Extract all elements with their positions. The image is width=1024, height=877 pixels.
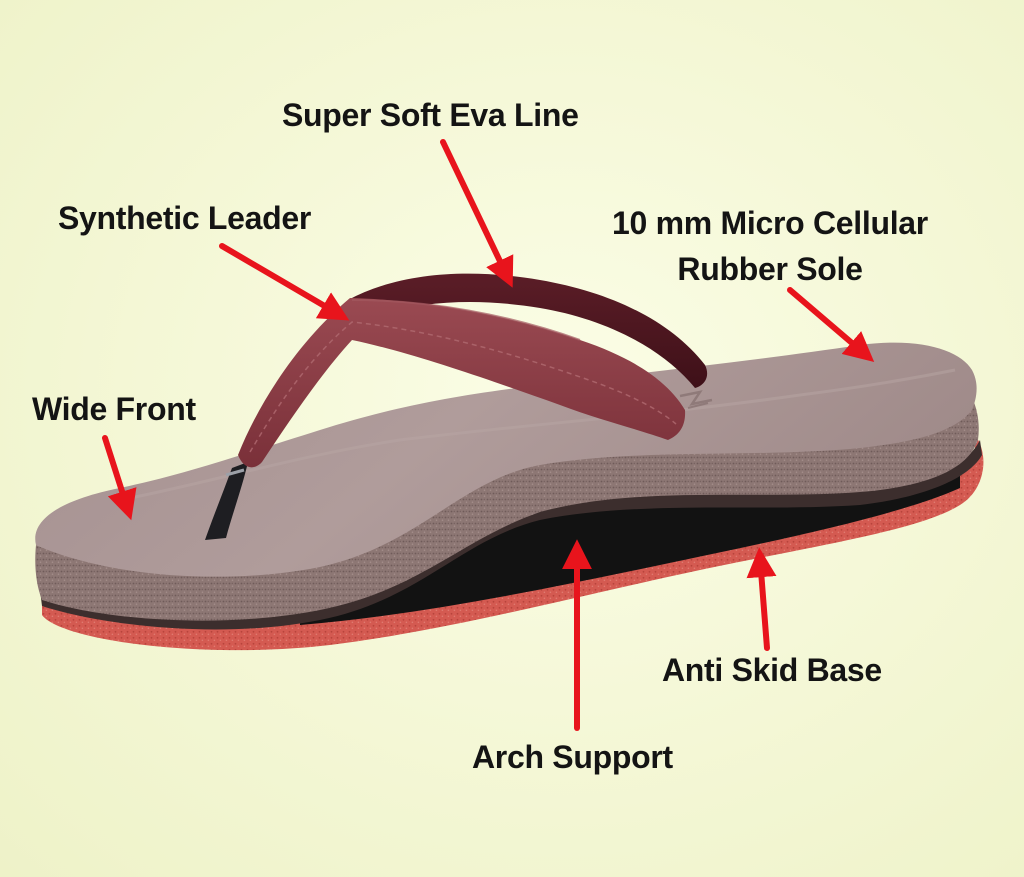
arrow-wide-front: [102, 435, 137, 521]
anti-skid-base-shape: [42, 435, 984, 651]
synthetic-strap: [238, 298, 686, 468]
arrow-synthetic-leader: [219, 243, 350, 321]
arrow-rubber-sole: [787, 287, 875, 363]
arrow-eva-line: [440, 139, 514, 288]
arrow-anti-skid-base: [746, 547, 777, 651]
arch-support-gap: [300, 470, 960, 625]
strap-inner: [348, 273, 708, 388]
label-synthetic-leader: Synthetic Leader: [58, 200, 312, 236]
toe-post: [205, 462, 248, 540]
label-wide-front: Wide Front: [32, 391, 196, 427]
flip-flop: [35, 273, 984, 651]
label-super-soft-eva-line: Super Soft Eva Line: [282, 97, 579, 133]
footbed-top: [35, 342, 977, 577]
label-rubber-sole: 10 mm Micro Cellular Rubber Sole: [612, 204, 928, 288]
label-anti-skid-base: Anti Skid Base: [662, 652, 882, 688]
label-arch-support: Arch Support: [472, 739, 673, 775]
rubber-sole-side: [35, 398, 979, 621]
label-rubber-sole-line1: 10 mm Micro Cellular: [612, 205, 928, 241]
callout-arrows: [102, 139, 875, 731]
label-rubber-sole-line2: Rubber Sole: [677, 251, 863, 287]
brand-logo-mark: [679, 390, 713, 409]
